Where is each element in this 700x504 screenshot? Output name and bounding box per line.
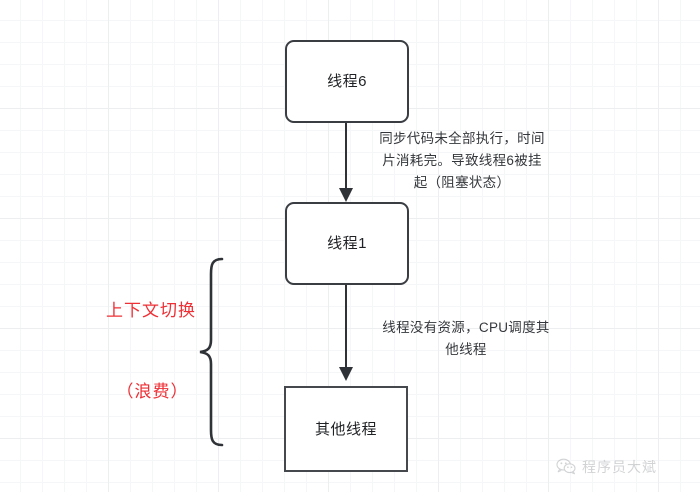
waste-label: （浪费） bbox=[116, 382, 189, 401]
node-other-threads-label: 其他线程 bbox=[314, 420, 377, 438]
node-thread6-label: 线程6 bbox=[327, 73, 367, 90]
watermark: 程序员大斌 bbox=[556, 458, 657, 475]
connector-annotation-2: 线程没有资源，CPU调度其 他线程 bbox=[382, 320, 550, 357]
wechat-icon bbox=[556, 458, 576, 475]
connector-line bbox=[345, 285, 347, 369]
context-switch-label: 上下文切换 bbox=[106, 301, 196, 320]
canvas-bottom-band bbox=[0, 492, 700, 504]
watermark-text: 程序员大斌 bbox=[582, 458, 657, 475]
arrow-head-icon bbox=[339, 188, 353, 202]
curly-brace-icon bbox=[199, 257, 224, 447]
connector-line bbox=[345, 123, 347, 191]
node-thread1-label: 线程1 bbox=[327, 235, 367, 252]
arrow-head-icon bbox=[339, 367, 353, 381]
node-other-threads[interactable]: 其他线程 bbox=[284, 386, 408, 472]
node-thread1[interactable]: 线程1 bbox=[285, 202, 409, 285]
connector-annotation-1: 同步代码未全部执行，时间 片消耗完。导致线程6被挂 起（阻塞状态） bbox=[379, 131, 545, 190]
node-thread6[interactable]: 线程6 bbox=[285, 40, 409, 123]
